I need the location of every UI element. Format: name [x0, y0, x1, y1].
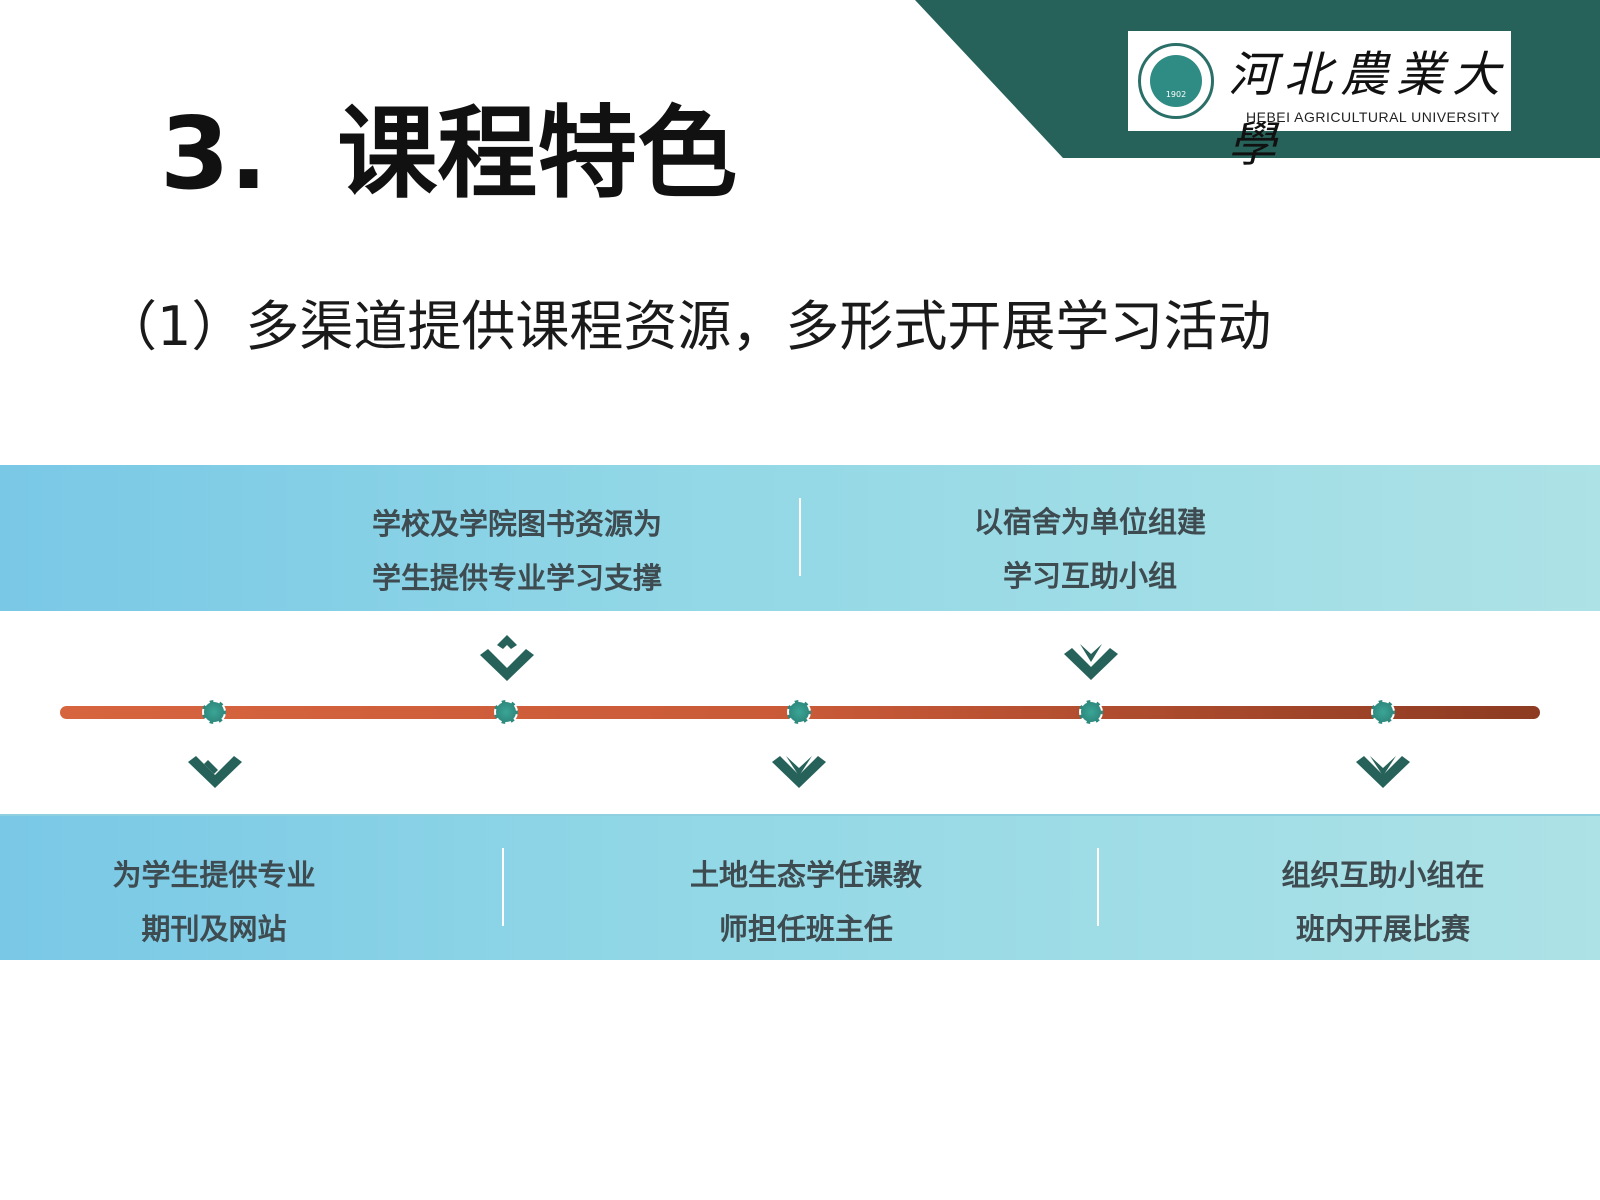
timeline-item-bottom-1: 为学生提供专业期刊及网站: [34, 848, 394, 956]
divider: [1097, 848, 1099, 926]
timeline-node: [787, 700, 811, 724]
chevron-down-icon: [1356, 756, 1410, 788]
bottom-info-band: [0, 814, 1600, 960]
timeline-node: [202, 700, 226, 724]
item-text: 学校及学院图书资源为: [371, 507, 662, 541]
timeline-item-top-1: 学校及学院图书资源为学生提供专业学习支撑: [337, 497, 697, 605]
logo-english-name: HEBEI AGRICULTURAL UNIVERSITY: [1246, 109, 1501, 125]
page-title: 3. 课程特色: [160, 95, 738, 212]
chevron-down-icon: [772, 756, 826, 788]
timeline-node: [494, 700, 518, 724]
item-text: 土地生态学任课教: [689, 858, 922, 892]
item-text: 班内开展比赛: [1295, 912, 1470, 946]
timeline-item-top-2: 以宿舍为单位组建学习互助小组: [910, 495, 1270, 603]
item-text: 以宿舍为单位组建: [973, 505, 1206, 539]
chevron-down-icon: [480, 635, 534, 681]
timeline-node: [1371, 700, 1395, 724]
item-text: 师担任班主任: [718, 912, 893, 946]
item-text: 期刊及网站: [141, 912, 287, 946]
timeline-node: [1079, 700, 1103, 724]
item-text: 学习互助小组: [1002, 559, 1177, 593]
divider: [799, 498, 801, 576]
divider: [502, 848, 504, 926]
logo-chinese-name: 河北農業大學: [1228, 47, 1509, 173]
item-text: 为学生提供专业: [112, 858, 316, 892]
item-text: 学生提供专业学习支撑: [371, 561, 662, 595]
university-logo: 1902 河北農業大學 HEBEI AGRICULTURAL UNIVERSIT…: [1128, 31, 1511, 173]
chevron-down-icon: [188, 756, 242, 788]
timeline-item-bottom-2: 土地生态学任课教师担任班主任: [626, 848, 986, 956]
chevron-down-icon: [1064, 644, 1118, 680]
section-subtitle: （1）多渠道提供课程资源，多形式开展学习活动: [103, 295, 1272, 358]
item-text: 组织互助小组在: [1281, 858, 1485, 892]
timeline-item-bottom-3: 组织互助小组在班内开展比赛: [1203, 848, 1563, 956]
university-seal-icon: 1902: [1138, 43, 1214, 119]
